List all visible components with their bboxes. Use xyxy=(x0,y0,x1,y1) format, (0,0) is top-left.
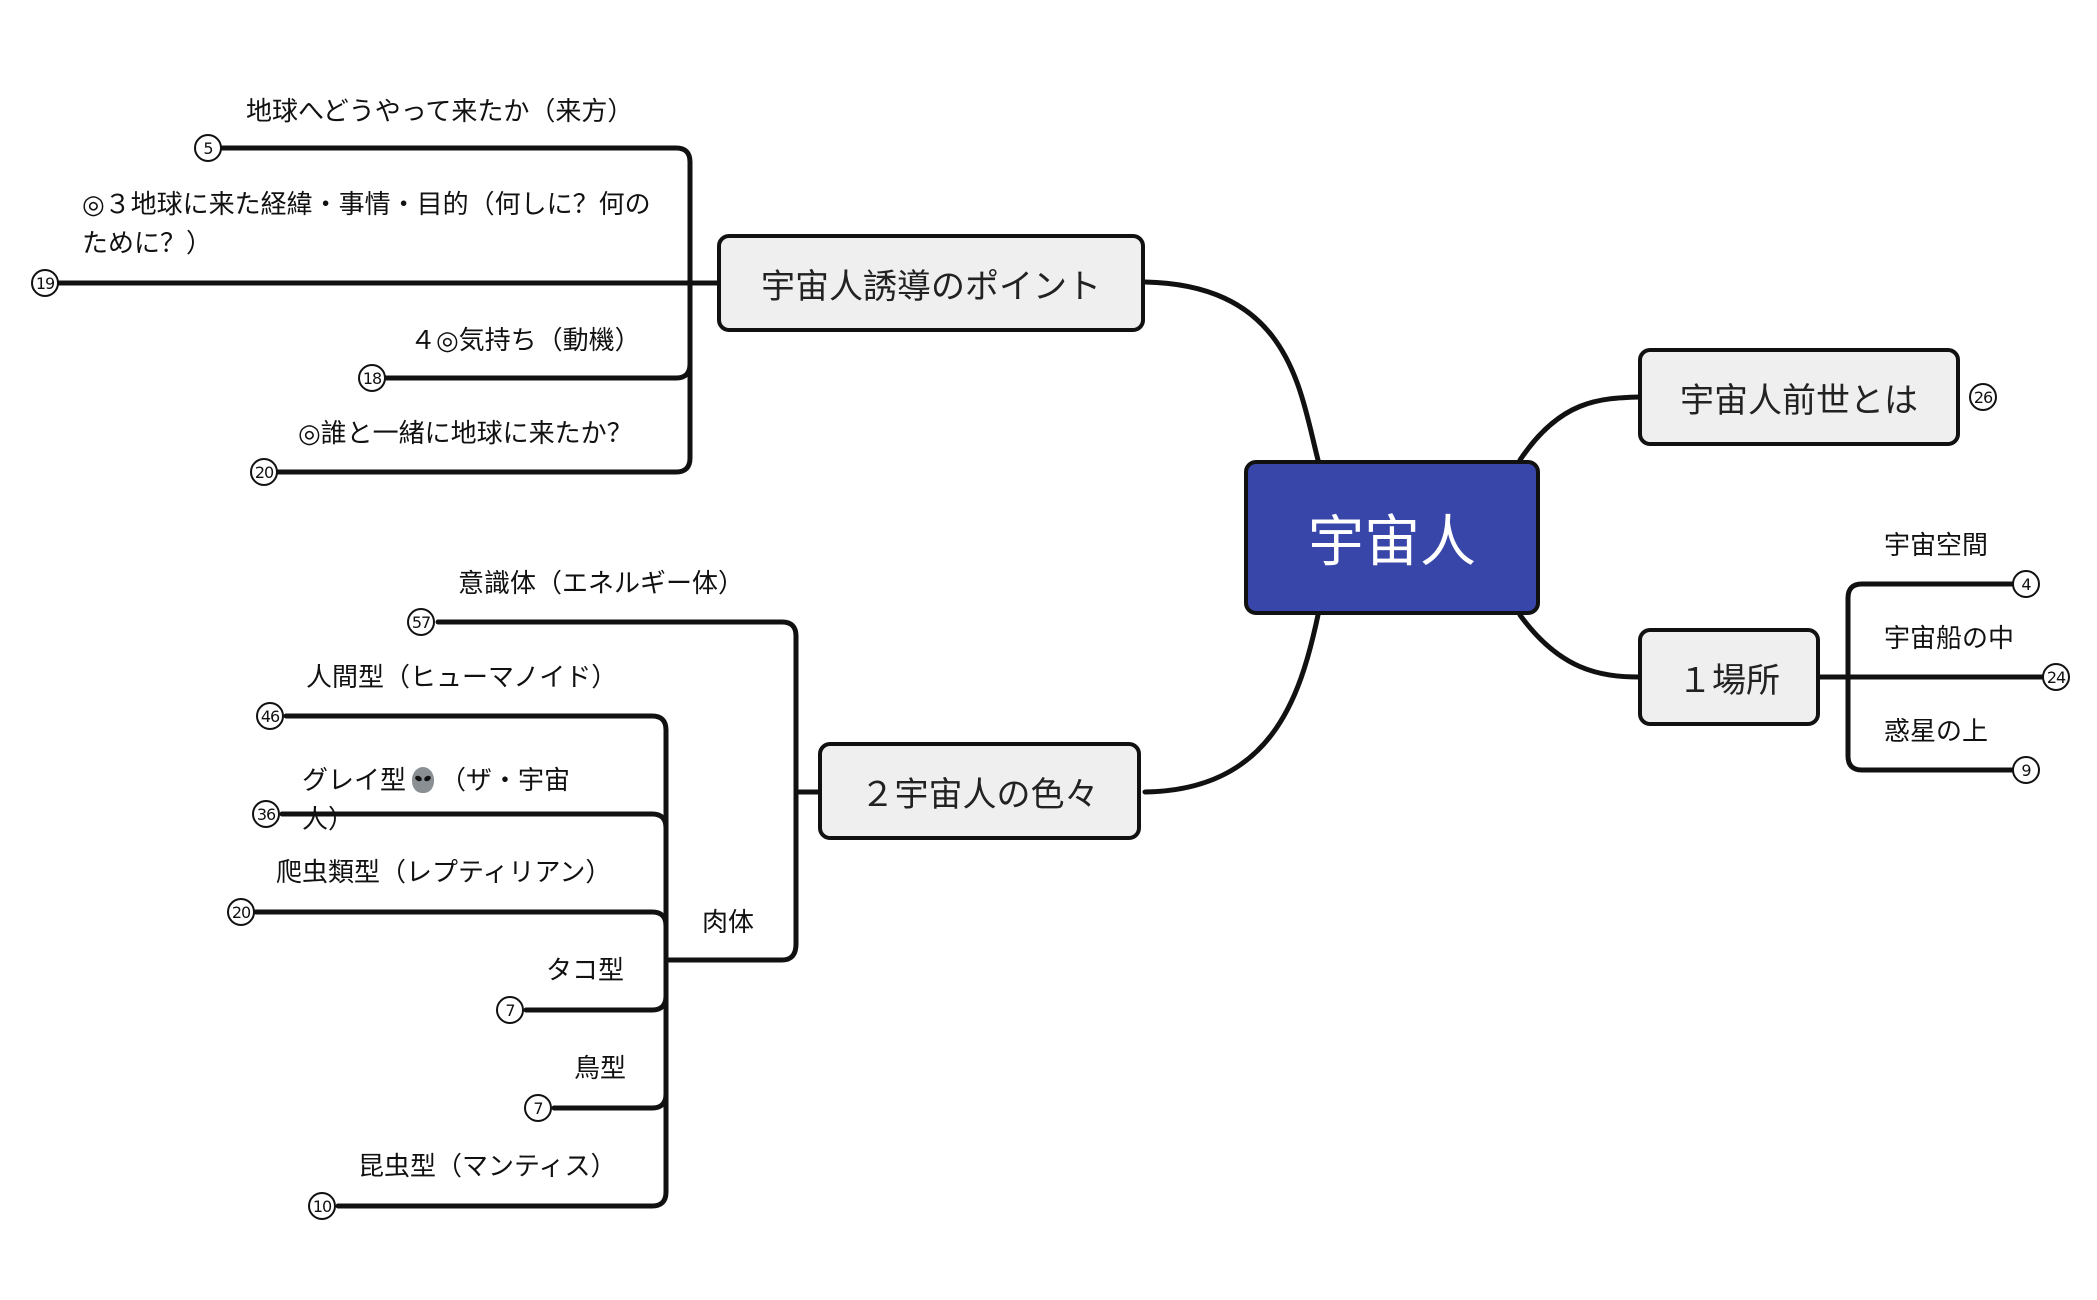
place-item-0[interactable]: 宇宙空間 xyxy=(1884,531,1989,561)
connector-place-item-0 xyxy=(1845,581,2016,680)
points-item-0-count: 5 xyxy=(194,134,222,162)
body-item-5-count: 10 xyxy=(308,1192,336,1220)
body-item-1-text-b: （ザ・宇宙人） xyxy=(302,766,571,835)
body-item-4[interactable]: 鳥型 xyxy=(574,1054,627,1084)
points-item-3-count: 20 xyxy=(250,458,278,486)
connector-central-types xyxy=(1142,612,1321,795)
connector-central-place xyxy=(1517,612,1643,680)
points-item-2-count: 18 xyxy=(358,364,386,392)
points-item-2[interactable]: ４◎気持ち（動機） xyxy=(410,326,641,356)
past-life-count: 26 xyxy=(1969,383,1997,411)
connector-body-item-2 xyxy=(253,909,669,963)
points-item-3[interactable]: ◎誰と一緒に地球に来たか？ xyxy=(298,419,633,449)
topic-types[interactable]: ２宇宙人の色々 xyxy=(818,742,1141,840)
topic-place[interactable]: １場所 xyxy=(1638,628,1820,726)
place-item-2[interactable]: 惑星の上 xyxy=(1884,717,1989,747)
central-topic-label: 宇宙人 xyxy=(1308,510,1476,575)
body-item-1[interactable]: グレイ型（ザ・宇宙人） xyxy=(302,762,602,840)
alien-icon xyxy=(412,767,435,793)
connector-place-item-2 xyxy=(1845,674,2016,773)
topic-place-label: １場所 xyxy=(1678,660,1780,701)
body-item-2-count: 20 xyxy=(227,898,255,926)
points-item-1-count: 19 xyxy=(31,269,59,297)
types-item-0[interactable]: 意識体（エネルギー体） xyxy=(458,569,745,599)
types-item-0-count: 57 xyxy=(407,608,435,636)
topic-points[interactable]: 宇宙人誘導のポイント xyxy=(717,234,1145,332)
body-topic[interactable]: 肉体 xyxy=(702,908,755,938)
body-item-0-count: 46 xyxy=(256,702,284,730)
connector-central-points xyxy=(1142,279,1321,463)
points-item-1[interactable]: ◎３地球に来た経緯・事情・目的（何しに？何のために？） xyxy=(82,190,651,259)
body-item-1-count: 36 xyxy=(252,800,280,828)
connector-points-item-3 xyxy=(275,280,693,475)
topic-types-label: ２宇宙人の色々 xyxy=(860,774,1099,815)
connector-types-item-0 xyxy=(435,619,799,795)
place-item-0-count: 4 xyxy=(2012,570,2040,598)
topic-points-label: 宇宙人誘導のポイント xyxy=(761,266,1101,307)
central-topic[interactable]: 宇宙人 xyxy=(1244,460,1540,615)
body-item-1-text-a: グレイ型 xyxy=(302,766,407,796)
place-item-1-count: 24 xyxy=(2042,663,2070,691)
connector-body-item-5 xyxy=(335,957,669,1209)
place-item-2-count: 9 xyxy=(2012,756,2040,784)
body-item-5[interactable]: 昆虫型（マンティス） xyxy=(358,1152,617,1182)
connector-body-item-0 xyxy=(283,713,669,963)
topic-past-life[interactable]: 宇宙人前世とは xyxy=(1638,348,1960,446)
points-item-0[interactable]: 地球へどうやって来たか（来方） xyxy=(246,97,634,127)
body-item-3[interactable]: タコ型 xyxy=(546,956,625,986)
connector-types-body xyxy=(663,789,799,963)
body-item-2[interactable]: 爬虫類型（レプティリアン） xyxy=(276,858,612,888)
connector-points-item-0 xyxy=(219,145,693,286)
connector-body-item-1 xyxy=(279,811,669,963)
body-item-0[interactable]: 人間型（ヒューマノイド） xyxy=(306,663,618,693)
topic-past-life-label: 宇宙人前世とは xyxy=(1680,380,1918,421)
place-item-1[interactable]: 宇宙船の中 xyxy=(1884,624,2015,654)
body-item-4-count: 7 xyxy=(524,1094,552,1122)
connector-central-pastlife xyxy=(1517,394,1643,463)
body-item-3-count: 7 xyxy=(496,996,524,1024)
